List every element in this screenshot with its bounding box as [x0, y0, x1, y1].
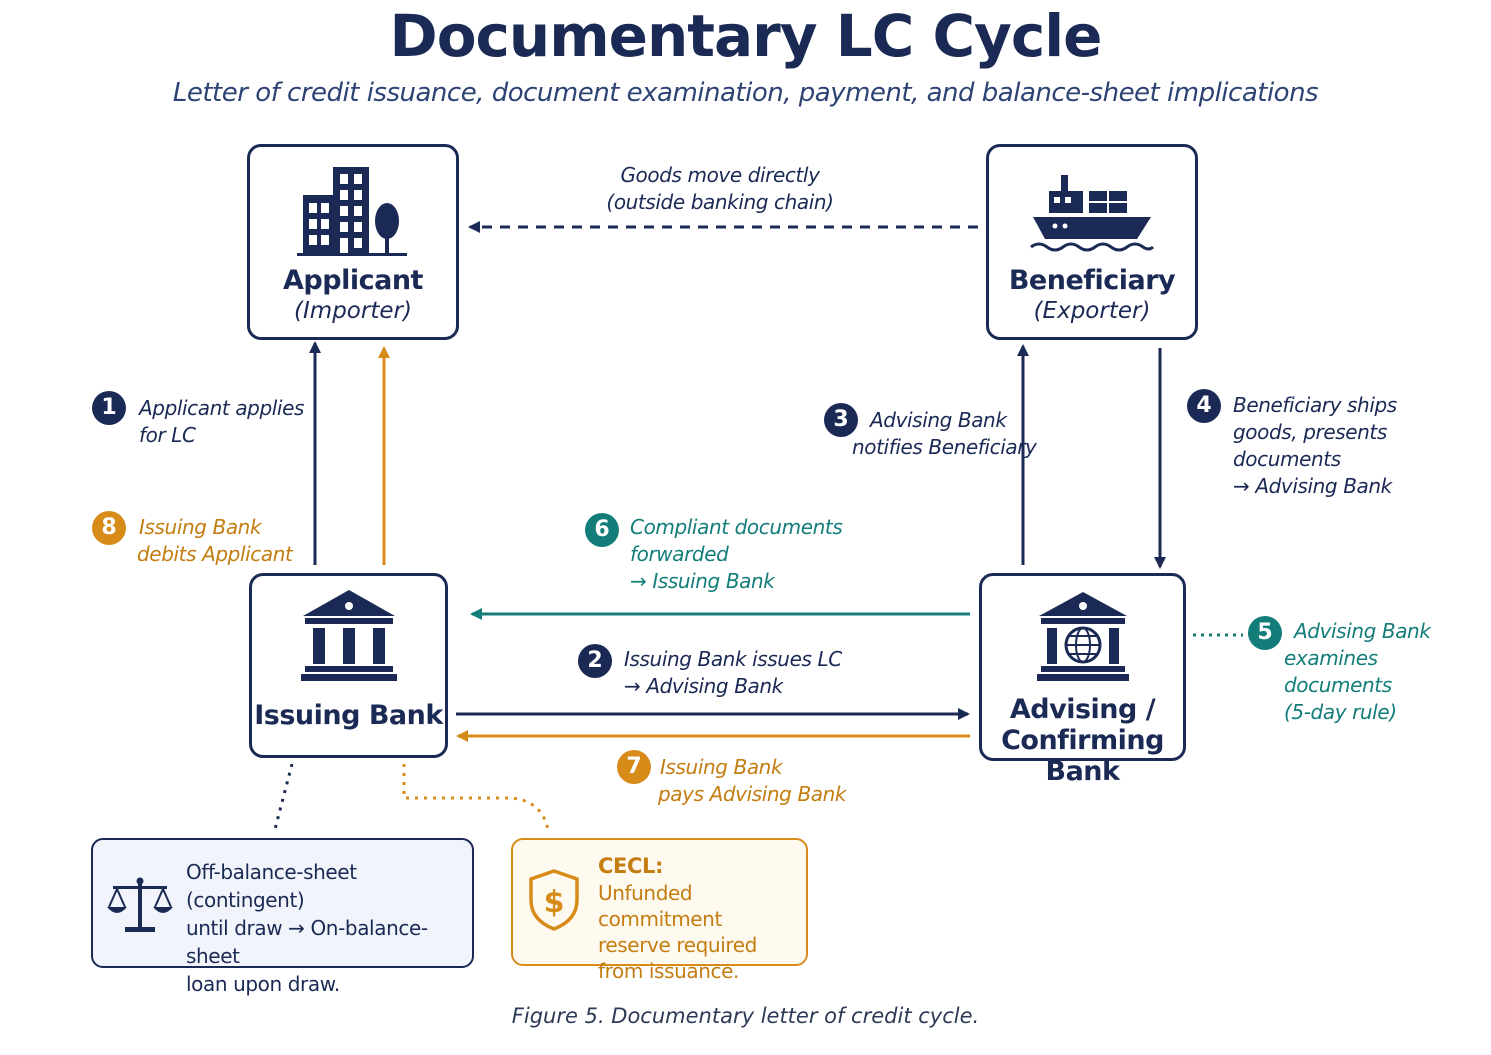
- scales-icon: [107, 877, 173, 932]
- advising-bank-name-line1: Advising /: [1009, 694, 1156, 725]
- step-3-label: Advising Bank notifies Beneficiary: [852, 408, 1037, 459]
- goods-flow-label: Goods move directly (outside banking cha…: [606, 163, 834, 214]
- cecl-note: $ CECL: Unfunded commitment reserve requ…: [511, 838, 808, 983]
- balance-sheet-line1: Off-balance-sheet (contingent): [186, 860, 357, 912]
- dollar-shield-icon: $: [529, 869, 579, 931]
- step-5-badge: 5: [1248, 616, 1282, 650]
- figure-caption: Figure 5. Documentary letter of credit c…: [511, 1004, 980, 1028]
- advising-bank-name-line2: Confirming Bank: [1001, 725, 1164, 787]
- office-building-icon: [297, 167, 407, 256]
- step-8-badge: 8: [92, 511, 126, 545]
- cecl-line3: from issuance.: [598, 959, 739, 983]
- advising-bank-node: Advising / Confirming Bank: [979, 573, 1186, 787]
- issuing-bank-name: Issuing Bank: [254, 700, 443, 731]
- cargo-ship-icon: [1030, 175, 1155, 252]
- cecl-line2: reserve required: [598, 933, 757, 957]
- balance-sheet-dotted-link: [272, 763, 294, 834]
- step-4-badge: 4: [1187, 389, 1221, 423]
- balance-sheet-line3: loan upon draw.: [186, 972, 340, 996]
- step-1-label: Applicant applies for LC: [139, 396, 304, 447]
- cecl-line1: Unfunded commitment: [598, 881, 722, 931]
- issuing-bank-node: Issuing Bank: [249, 573, 448, 758]
- step-2-label: Issuing Bank issues LC → Advising Bank: [624, 647, 842, 698]
- step-3-badge: 3: [824, 403, 858, 437]
- page-title: Documentary LC Cycle: [389, 2, 1103, 70]
- step-8-label: Issuing Bank debits Applicant: [137, 515, 293, 566]
- svg-text:$: $: [544, 885, 565, 920]
- cecl-dotted-link: [402, 764, 550, 831]
- step-1-badge: 1: [92, 391, 126, 425]
- bank-building-icon: [300, 590, 397, 681]
- step-7-badge: 7: [617, 750, 651, 784]
- applicant-role: (Importer): [294, 298, 412, 324]
- beneficiary-role: (Exporter): [1033, 298, 1151, 324]
- step-6-badge: 6: [585, 513, 619, 547]
- bank-globe-icon: [1036, 592, 1129, 681]
- step-7-label: Issuing Bank pays Advising Bank: [658, 755, 847, 806]
- step-2-badge: 2: [578, 644, 612, 678]
- step-4-label: Beneficiary ships goods, presents docume…: [1233, 393, 1397, 498]
- beneficiary-node: Beneficiary (Exporter): [986, 144, 1198, 340]
- applicant-node: Applicant (Importer): [247, 144, 459, 340]
- balance-sheet-note: Off-balance-sheet (contingent) until dra…: [91, 838, 474, 996]
- applicant-name: Applicant: [283, 265, 423, 296]
- step-5-label: Advising Bank examines documents (5-day …: [1284, 619, 1431, 724]
- step-6-label: Compliant documents forwarded → Issuing …: [630, 515, 843, 593]
- beneficiary-name: Beneficiary: [1008, 265, 1176, 296]
- cecl-heading: CECL:: [598, 854, 663, 878]
- page-subtitle: Letter of credit issuance, document exam…: [172, 78, 1319, 108]
- balance-sheet-line2: until draw → On-balance-sheet: [186, 916, 428, 968]
